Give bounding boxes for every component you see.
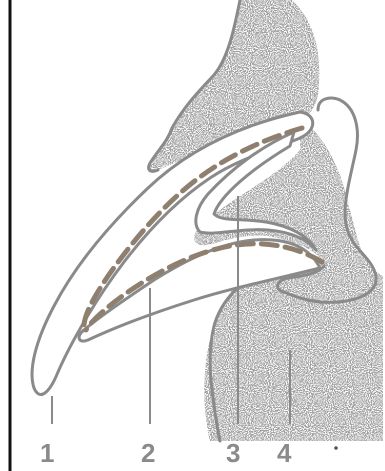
speck-mark	[334, 446, 338, 450]
callout-label-4: 4	[277, 438, 292, 468]
callout-label-3: 3	[226, 438, 240, 468]
callout-label-2: 2	[141, 438, 155, 468]
callout-label-1: 1	[40, 438, 54, 468]
